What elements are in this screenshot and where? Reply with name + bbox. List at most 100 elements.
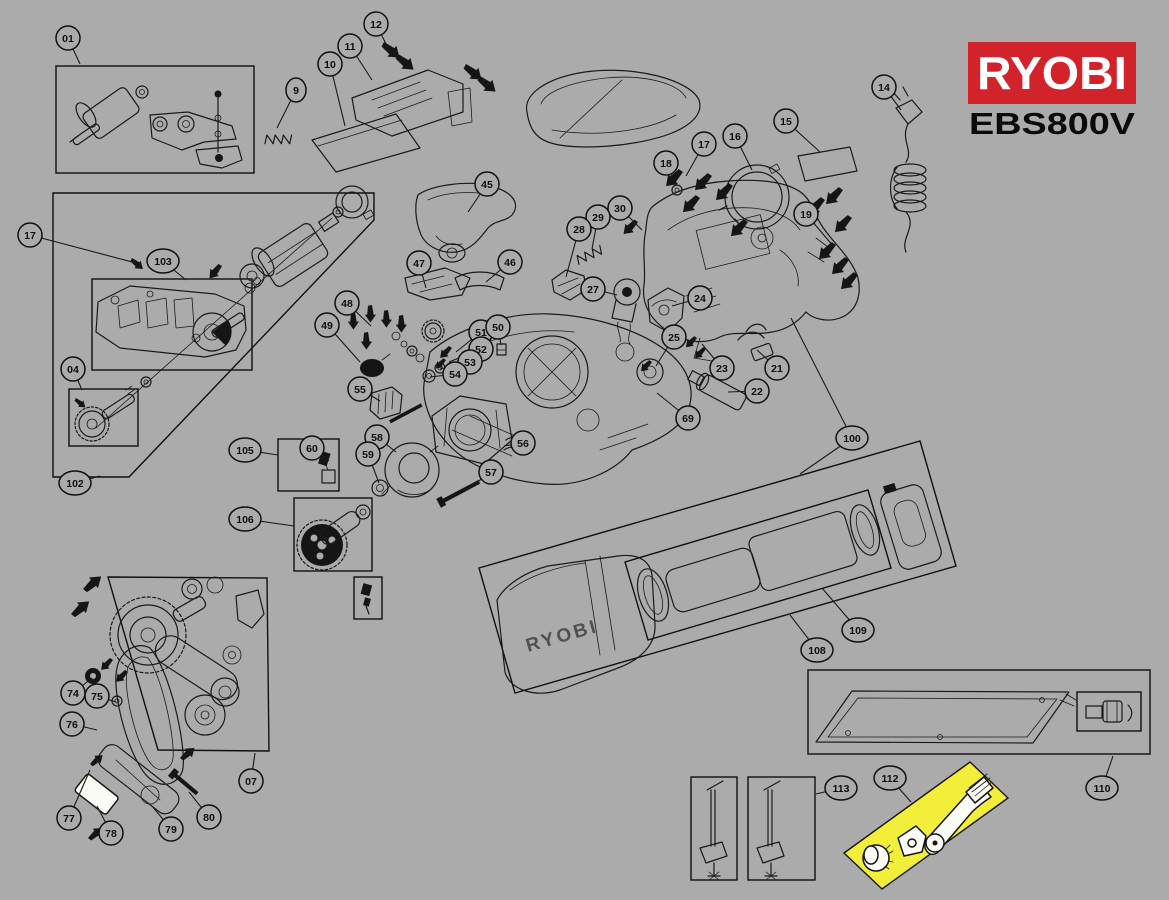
ryobi-logo-text: RYOBI <box>977 47 1127 99</box>
svg-text:23: 23 <box>716 363 728 375</box>
box-110-inner <box>1076 691 1142 732</box>
svg-text:45: 45 <box>481 179 493 191</box>
highlight-assembly-112 <box>842 761 1010 890</box>
callout-17: 17 <box>17 222 137 264</box>
part-cover-11 <box>351 69 473 137</box>
part-switch-assembly-01 <box>69 85 243 169</box>
knob-face <box>863 845 879 865</box>
part-lower-housing <box>423 313 692 485</box>
callout-07: 07 <box>238 752 264 794</box>
svg-text:58: 58 <box>371 432 383 444</box>
svg-text:27: 27 <box>587 284 599 296</box>
svg-text:04: 04 <box>67 364 79 376</box>
callout-57: 57 <box>464 459 504 492</box>
svg-text:54: 54 <box>449 369 461 381</box>
strap-pivot-hole <box>932 840 938 846</box>
callout-48: 48 <box>334 290 372 327</box>
callout-59: 59 <box>355 441 381 484</box>
callout-79: 79 <box>151 805 184 842</box>
part-bag-ring-front <box>636 568 670 622</box>
bracket-hole <box>907 838 917 848</box>
svg-text:11: 11 <box>344 41 355 53</box>
part-label-15 <box>797 146 858 182</box>
svg-text:103: 103 <box>154 256 172 268</box>
callout-12: 12 <box>363 11 391 53</box>
callout-49: 49 <box>314 312 361 363</box>
svg-text:48: 48 <box>341 298 353 310</box>
part-wires-21 <box>737 323 774 362</box>
callout-21: 21 <box>756 349 790 381</box>
svg-text:110: 110 <box>1094 783 1111 795</box>
svg-text:60: 60 <box>306 443 318 455</box>
part-strip-46 <box>454 271 505 291</box>
svg-text:57: 57 <box>485 467 497 479</box>
callout-04: 04 <box>60 356 86 391</box>
part-screw-57 <box>436 479 481 508</box>
svg-text:9: 9 <box>293 85 299 97</box>
svg-text:69: 69 <box>682 413 694 425</box>
svg-text:106: 106 <box>236 514 254 526</box>
callout-69: 69 <box>656 392 701 431</box>
callout-9: 9 <box>276 77 307 129</box>
callout-15: 15 <box>773 108 821 153</box>
svg-text:79: 79 <box>165 824 177 836</box>
callout-27: 27 <box>580 276 618 302</box>
callout-17: 17 <box>685 131 717 177</box>
callout-50: 50 <box>485 314 511 346</box>
svg-text:21: 21 <box>771 363 783 375</box>
part-clip-50 <box>496 343 507 356</box>
part-washer-chain <box>391 331 425 363</box>
svg-text:22: 22 <box>751 386 763 398</box>
callout-28: 28 <box>565 216 592 278</box>
box-assembly-113a <box>690 776 738 881</box>
svg-text:51: 51 <box>475 327 487 339</box>
svg-text:77: 77 <box>63 813 75 825</box>
part-drive-belt-76 <box>115 645 184 785</box>
svg-text:112: 112 <box>882 773 899 785</box>
callout-19: 19 <box>793 201 835 248</box>
svg-text:75: 75 <box>91 691 103 703</box>
part-screw-80 <box>167 768 199 796</box>
part-plate-10 <box>311 113 421 173</box>
svg-text:52: 52 <box>475 344 487 356</box>
callout-106: 106 <box>228 506 295 532</box>
svg-text:56: 56 <box>517 438 529 450</box>
ryobi-logo <box>968 42 1136 104</box>
svg-text:102: 102 <box>66 478 84 490</box>
box-assembly-103 <box>91 278 253 371</box>
part-platen-79 <box>97 744 180 815</box>
strap-serration-lines <box>968 773 993 797</box>
callout-30: 30 <box>607 195 643 231</box>
callout-11: 11 <box>337 33 373 81</box>
part-cover-58 <box>381 442 440 498</box>
part-bracket-47 <box>404 267 471 301</box>
part-bearing-59 <box>371 479 389 497</box>
svg-text:17: 17 <box>698 139 710 151</box>
svg-text:50: 50 <box>492 322 504 334</box>
callout-80: 80 <box>188 791 222 830</box>
callout-102: 102 <box>58 470 101 496</box>
part-drive-assembly-07 <box>97 576 265 736</box>
svg-text:17: 17 <box>24 230 36 242</box>
box-assembly-106 <box>293 497 373 572</box>
callout-60: 60 <box>299 435 330 462</box>
callout-29: 29 <box>585 204 611 250</box>
callout-18: 18 <box>653 150 679 187</box>
svg-text:80: 80 <box>203 812 215 824</box>
part-frame-rod-b <box>756 780 785 881</box>
svg-text:113: 113 <box>833 783 850 795</box>
svg-text:28: 28 <box>573 224 585 236</box>
part-bearing-block-55 <box>369 386 403 420</box>
callout-47: 47 <box>406 250 432 289</box>
part-frame-plate-110 <box>815 690 1077 744</box>
svg-text:19: 19 <box>800 209 812 221</box>
callout-109: 109 <box>821 587 875 643</box>
callout-22: 22 <box>727 378 770 404</box>
svg-text:14: 14 <box>878 82 890 94</box>
part-terminal-small-box <box>360 583 373 615</box>
part-cap-49 <box>360 353 391 377</box>
box-assembly-109 <box>624 489 892 641</box>
part-knob-27 <box>611 278 641 345</box>
